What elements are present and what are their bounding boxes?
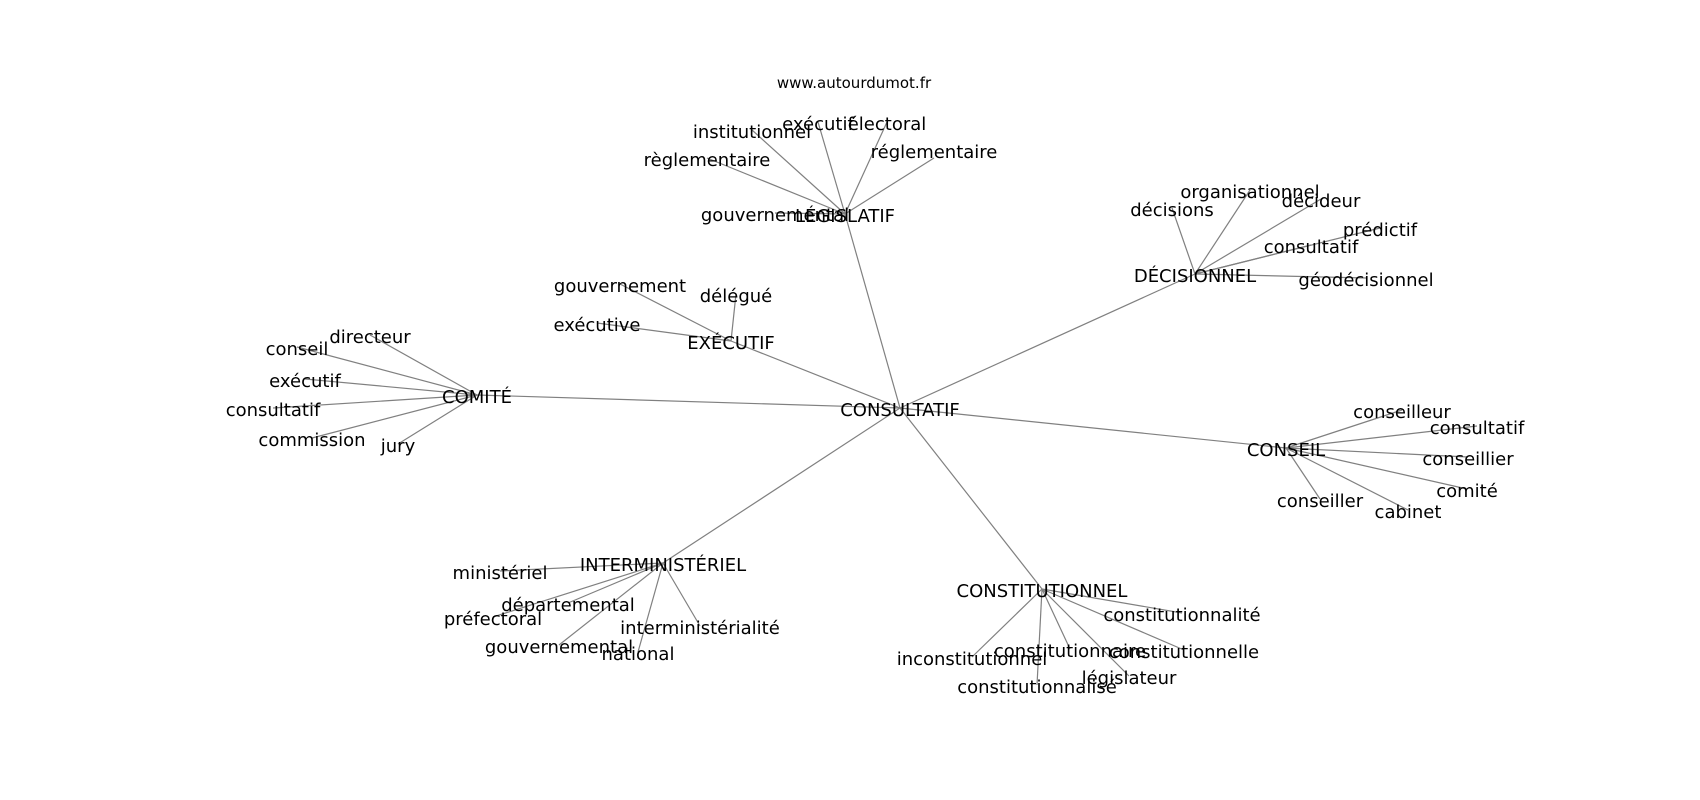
center-node: CONSULTATIF [840,400,960,421]
hub-leaf-edge [1285,447,1468,490]
hub-leaf-edge [272,394,478,409]
hub-leaf-edge [844,157,935,215]
hub-leaf-edge [1041,588,1185,651]
leaf-node: conseillier [1422,449,1514,470]
leaf-node: prédictif [1343,220,1418,241]
hub-leaf-edge [1285,425,1478,449]
hub-node: INTERMINISTÉRIEL [580,554,746,576]
hub-leaf-edge [311,394,478,439]
hub-leaf-edge [304,378,478,396]
hub-leaf-edge [662,562,701,627]
hub-leaf-edge [296,346,478,396]
leaf-node: décisions [1130,200,1214,221]
leaf-node: gouvernemental [485,637,633,658]
center-hub-edge [476,394,901,409]
leaf-node: inconstitutionnel [897,649,1048,670]
hub-leaf-edge [492,562,664,618]
site-label: www.autourdumot.fr [777,74,932,92]
leaf-node: constitutionnelle [1109,642,1259,663]
hub-leaf-edge [1194,273,1367,279]
leaf-node: institutionnel [693,122,811,143]
leaf-node: comité [1436,481,1498,502]
leaf-node: conseil [266,339,329,360]
graph-edges [272,121,1478,686]
hub-leaf-edge [567,562,664,604]
hub-leaf-edge [558,562,664,646]
leaf-node: gouvernement [554,276,686,297]
leaf-node: gouvernemental [701,205,849,226]
center-hub-edge [730,340,901,409]
hub-leaf-edge [730,293,737,342]
hub-leaf-edge [817,121,846,215]
hub-node: LÉGISLATIF [795,205,895,227]
hub-leaf-edge [1194,244,1312,275]
leaf-node: décideur [1282,191,1361,212]
hub-leaf-edge [1285,447,1469,458]
center-hub-edge [662,407,901,564]
leaf-node: exécutive [553,315,640,336]
hub-leaf-edge [844,121,888,215]
hub-leaf-edge [1171,207,1196,275]
hub-leaf-edge [1285,409,1403,449]
hub-leaf-edge [619,283,732,342]
hub-leaf-edge [1041,588,1130,677]
hub-leaf-edge [706,157,846,215]
hub-leaf-edge [596,322,732,342]
leaf-node: interministérialité [620,618,780,639]
hub-leaf-edge [1036,588,1043,686]
leaf-node: exécutif [782,114,854,135]
leaf-node: constitutionnalisé [957,677,1117,698]
leaf-node: national [602,644,675,665]
leaf-node: ministériel [453,563,548,584]
hub-node: CONSEIL [1247,440,1325,461]
hub-leaf-edge [751,129,846,215]
hub-leaf-edge [1041,588,1071,650]
leaf-node: constitutionnalité [1103,605,1260,626]
leaf-node: directeur [329,327,411,348]
leaf-node: délégué [700,286,772,307]
graph-labels: www.autourdumot.fr CONSULTATIF LÉGISLATI… [226,74,1525,698]
center-hub-edge [899,407,1287,449]
hub-leaf-edge [971,588,1043,658]
leaf-node: réglementaire [871,142,998,163]
hub-leaf-edge [397,394,478,445]
center-hub-edge [899,273,1196,409]
hub-node: CONSTITUTIONNEL [957,581,1128,602]
hub-leaf-edge [1194,189,1251,275]
center-hub-edge [899,407,1043,590]
hub-node: DÉCISIONNEL [1134,265,1256,287]
leaf-node: conseilleur [1353,402,1451,423]
leaf-node: consultatif [1264,237,1359,258]
hub-leaf-edge [1285,447,1409,511]
hub-leaf-edge [637,562,664,653]
leaf-node: départemental [501,595,635,616]
hub-leaf-edge [1285,447,1321,500]
leaf-node: consultatif [1430,418,1525,439]
center-hub-edge [844,213,901,409]
hub-node: EXÉCUTIF [687,332,774,354]
leaf-node: législateur [1082,668,1177,689]
leaf-node: géodécisionnel [1298,270,1433,291]
leaf-node: exécutif [269,371,341,392]
leaf-node: consultatif [226,400,321,421]
leaf-node: règlementaire [644,150,771,171]
hub-node: COMITÉ [442,386,512,408]
hub-leaf-edge [774,212,846,215]
leaf-node: constitutionnaire [994,641,1146,662]
hub-leaf-edge [499,562,664,572]
leaf-node: électoral [848,114,927,135]
hub-leaf-edge [1194,198,1322,275]
leaf-node: commission [258,430,365,451]
leaf-node: jury [380,436,416,457]
hub-leaf-edge [1041,588,1183,614]
leaf-node: conseiller [1277,491,1364,512]
leaf-node: organisationnel [1180,182,1319,203]
hub-leaf-edge [369,334,478,396]
leaf-node: cabinet [1375,502,1442,523]
leaf-node: préfectoral [444,609,542,630]
